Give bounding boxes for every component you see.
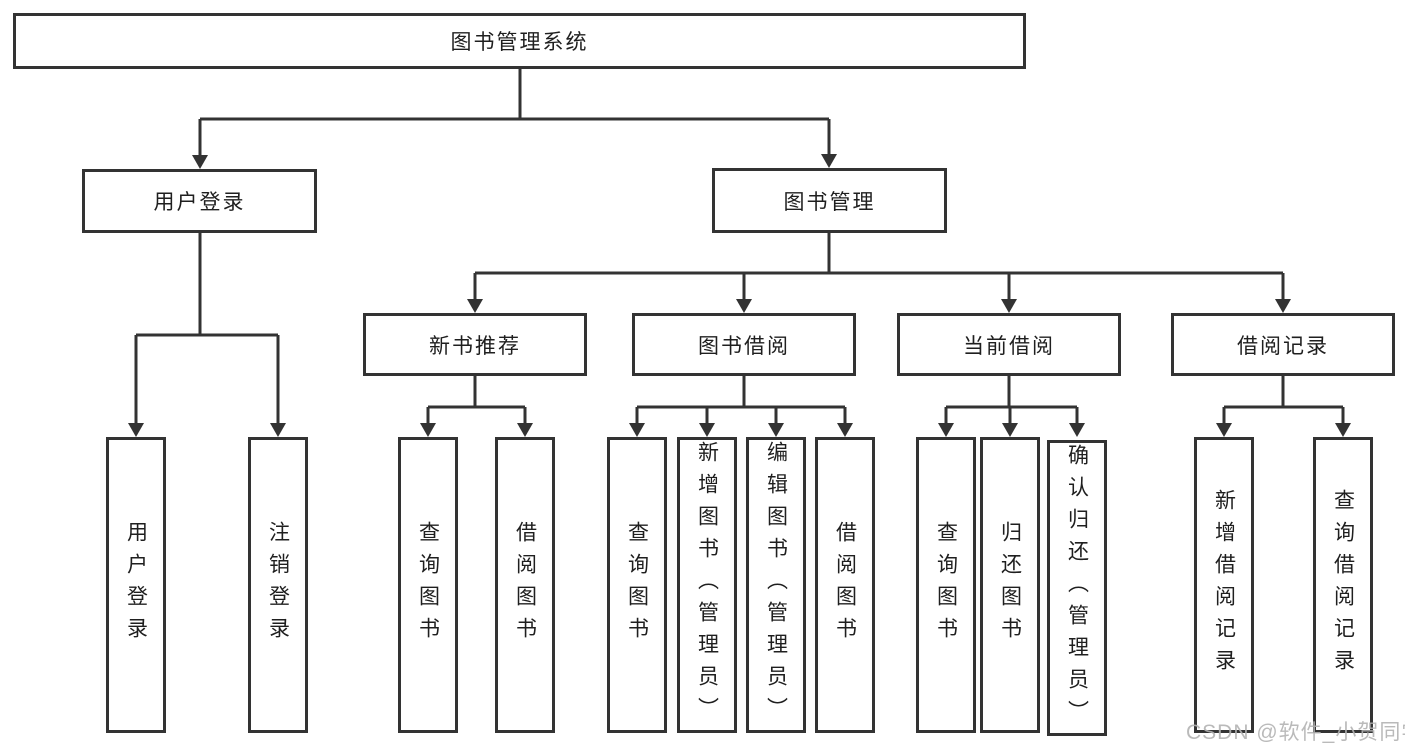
leaf-user-login: 用户登录 [106, 437, 166, 733]
node-root-system: 图书管理系统 [13, 13, 1026, 69]
node-user-login-module: 用户登录 [82, 169, 317, 233]
csdn-watermark: CSDN @软件_小贺同学 [1186, 721, 1405, 744]
node-book-management-module: 图书管理 [712, 168, 947, 233]
leaf-query-books-borrow: 查询图书 [607, 437, 667, 733]
leaf-query-borrow-record: 查询借阅记录 [1313, 437, 1373, 733]
leaf-borrow-books: 借阅图书 [815, 437, 875, 733]
leaf-query-books-current: 查询图书 [916, 437, 976, 733]
node-book-borrowing: 图书借阅 [632, 313, 856, 376]
node-borrowing-records: 借阅记录 [1171, 313, 1395, 376]
leaf-borrow-books-recommend: 借阅图书 [495, 437, 555, 733]
leaf-logout: 注销登录 [248, 437, 308, 733]
leaf-query-books-recommend: 查询图书 [398, 437, 458, 733]
node-current-borrowing: 当前借阅 [897, 313, 1121, 376]
leaf-edit-books-admin: 编辑图书（管理员） [746, 437, 806, 733]
node-new-book-recommend: 新书推荐 [363, 313, 587, 376]
leaf-add-borrow-record: 新增借阅记录 [1194, 437, 1254, 733]
arrowhead-icons [128, 154, 1351, 437]
leaf-confirm-return-admin: 确认归还（管理员） [1047, 440, 1107, 736]
leaf-return-books: 归还图书 [980, 437, 1040, 733]
leaf-add-books-admin: 新增图书（管理员） [677, 437, 737, 733]
connector-lines [134, 69, 1345, 424]
